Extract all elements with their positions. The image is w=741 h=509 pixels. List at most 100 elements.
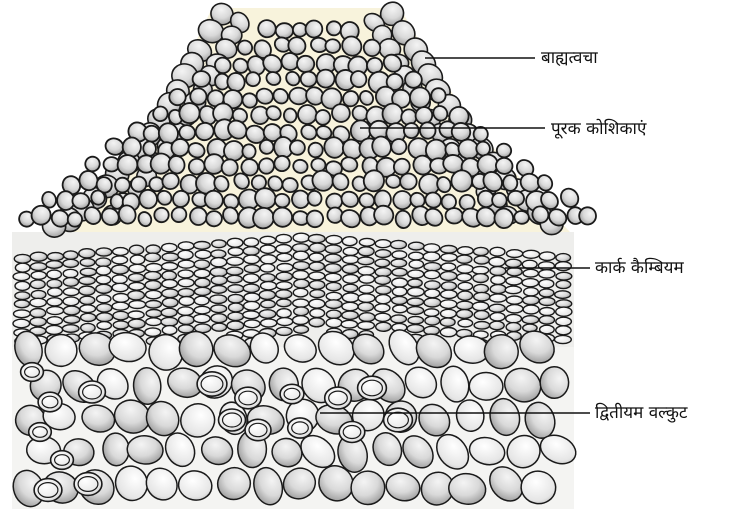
cork-cambium-cell [13,272,30,280]
cork-cambium-cell [228,312,244,320]
cork-cambium-cell [358,322,375,330]
cork-cambium-cell [473,274,488,283]
cork-cambium-cell [440,300,457,309]
cork-cambium-cell [555,262,571,271]
cork-cambium-cell [64,316,80,324]
complementary-cell [297,56,315,73]
cork-cambium-cell [244,320,260,328]
cork-cambium-cell [556,254,571,262]
cork-cambium-cell [129,274,145,282]
cork-cambium-cell [178,279,194,287]
cork-cambium-cell [391,315,407,323]
complementary-cell [557,185,581,210]
cork-cambium-cell [30,298,46,307]
cork-cambium-cell [211,276,227,285]
cork-cambium-cell [325,264,341,273]
cork-cambium-cell [409,260,423,268]
cork-cambium-cell [130,255,144,264]
cork-cambium-cell [441,246,457,254]
complementary-cell [400,173,418,190]
cork-cambium-cell [293,251,308,260]
complementary-cell [131,176,147,192]
cork-cambium-cell [96,284,112,293]
label-secondary-cortex: द्वितीयम वल्कुट [595,402,688,423]
cork-cambium-cell [506,250,522,258]
cork-cambium-cell [293,288,308,297]
cork-cambium-cell [490,267,506,276]
complementary-cell [431,88,446,103]
cork-cambium-cell [80,305,96,313]
cork-cambium-cell [194,314,211,322]
cork-cambium-cell [195,287,211,295]
cork-cambium-cell [211,305,227,313]
cork-cambium-cell [506,305,523,313]
label-cork-cambium: कार्क कैम्बियम [595,257,684,278]
cork-cambium-cell [325,273,341,281]
cork-cambium-cell [507,296,523,304]
cork-cambium-cell [392,278,408,287]
cork-cambium-cell [342,237,357,246]
cork-cambium-cell [506,314,522,322]
cork-cambium-cell [146,301,162,309]
cork-cambium-cell [63,269,78,277]
cork-cambium-cell [97,295,111,303]
cork-cambium-cell [457,310,473,319]
cork-cambium-cell [162,326,177,335]
cork-cambium-cell [294,307,309,316]
cork-cambium-cell [211,286,227,294]
cork-cambium-cell [326,318,342,327]
cork-cambium-cell [80,268,96,276]
cork-cambium-cell [146,318,162,326]
cork-cambium-cell [293,271,309,280]
cork-cambium-cell [244,265,260,273]
cork-cambium-cell [211,250,226,258]
cork-cambium-cell [276,282,292,290]
cork-cambium-cell [343,275,359,284]
cork-cambium-cell [489,304,505,312]
cork-cambium-cell [112,283,128,291]
cork-cambium-cell [178,270,193,278]
cork-cambium-cell [539,270,555,278]
cork-cambium-cell [47,279,62,288]
cork-cambium-cell [326,310,341,318]
cork-cambium-cell [424,244,440,253]
cork-cambium-cell [112,302,129,310]
cork-cambium-cell [178,250,193,259]
cork-cambium-cell [277,309,291,318]
cork-cambium-cell [425,281,441,290]
cork-cambium-cell [162,289,178,298]
cork-cambium-cell [325,254,341,262]
cortex-cell [469,372,503,400]
complementary-cell [327,21,341,35]
cork-cambium-cell [376,286,391,294]
cork-cambium-cell [489,257,505,266]
cork-cambium-cell [46,261,62,269]
cork-cambium-cell [376,295,391,304]
cork-cambium-cell [179,315,195,324]
cork-cambium-cell [276,327,292,335]
cork-cambium-cell [277,253,292,261]
cork-cambium-cell [31,290,46,298]
cork-cambium-cell [277,299,292,307]
cork-cambium-cell [227,257,244,265]
cork-cambium-cell [491,276,505,285]
cork-cambium-cell [457,265,473,274]
cork-cambium-cell [310,309,325,318]
cork-cambium-cell [457,301,473,309]
cork-cambium-cell [63,297,79,306]
cork-cambium-cell [48,253,64,261]
cork-cambium-cell [523,296,539,305]
cork-cambium-cell [227,321,244,330]
cork-cambium-cell [326,235,342,244]
cork-cambium-cell [392,296,407,304]
cork-cambium-cell [523,269,538,277]
cork-cambium-cell [343,247,358,255]
cork-cambium-cell [113,311,129,320]
cork-cambium-cell [162,298,178,307]
cork-cambium-cell [129,264,145,272]
cork-cambium-cell [261,282,277,290]
cork-cambium-cell [505,286,521,294]
cork-cambium-cell [343,256,359,264]
cork-cambium-cell [161,317,178,326]
